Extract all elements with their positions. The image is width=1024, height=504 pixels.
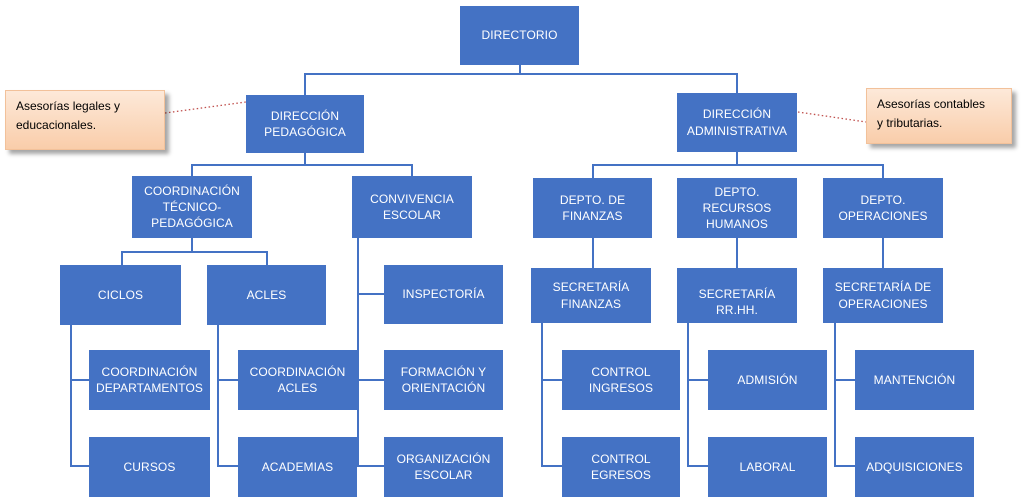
node-depto-recursos-humanos: DEPTO. RECURSOS HUMANOS [677, 178, 797, 238]
node-coordinacion-departamentos: COORDINACIÓN DEPARTAMENTOS [89, 350, 210, 410]
connector-coordinacion [121, 238, 268, 265]
connector-note-legales [164, 101, 247, 114]
connector-secretaria-rrhh [687, 323, 708, 467]
node-convivencia-escolar: CONVIVENCIA ESCOLAR [352, 176, 472, 238]
node-coordinacion-tecnico-pedagogica: COORDINACIÓN TÉCNICO- PEDAGÓGICA [132, 176, 252, 238]
connector-secretaria-operaciones [834, 323, 855, 467]
node-secretaria-rrhh: SECRETARÍA RR.HH. [677, 268, 797, 323]
note-asesorias-legales: Asesorías legales y educacionales. [5, 90, 165, 150]
node-direccion-pedagogica: DIRECCIÓN PEDAGÓGICA [246, 95, 364, 153]
connector-note-contables [797, 111, 867, 123]
node-depto-finanzas: DEPTO. DE FINANZAS [533, 178, 652, 238]
connector-convivencia [357, 238, 384, 467]
node-directorio: DIRECTORIO [460, 6, 579, 65]
node-mantencion: MANTENCIÓN [855, 350, 974, 410]
node-ciclos: CICLOS [60, 265, 181, 325]
connector-administrativa [592, 152, 884, 178]
node-control-egresos: CONTROL EGRESOS [562, 437, 680, 497]
connector-acles [217, 325, 238, 467]
note-asesorias-contables: Asesorías contables y tributarias. [866, 88, 1012, 144]
node-formacion-orientacion: FORMACIÓN Y ORIENTACIÓN [384, 350, 503, 410]
node-secretaria-finanzas: SECRETARÍA FINANZAS [531, 268, 651, 323]
node-secretaria-operaciones: SECRETARÍA DE OPERACIONES [823, 268, 943, 323]
node-organizacion-escolar: ORGANIZACIÓN ESCOLAR [384, 437, 503, 497]
connector-secretaria-finanzas [541, 323, 562, 467]
node-depto-operaciones: DEPTO. OPERACIONES [823, 178, 943, 238]
node-laboral: LABORAL [708, 437, 827, 497]
node-acles: ACLES [207, 265, 326, 325]
connector-pedagogica [191, 153, 413, 176]
node-control-ingresos: CONTROL INGRESOS [562, 350, 680, 410]
node-academias: ACADEMIAS [238, 437, 357, 497]
connector-directorio [304, 65, 738, 95]
node-coordinacion-acles: COORDINACIÓN ACLES [238, 350, 357, 410]
node-adquisiciones: ADQUISICIONES [855, 437, 974, 497]
connector-ciclos [70, 325, 89, 467]
node-admision: ADMISIÓN [708, 350, 827, 410]
node-direccion-administrativa: DIRECCIÓN ADMINISTRATIVA [677, 93, 797, 152]
node-inspectoria: INSPECTORÍA [384, 265, 503, 324]
node-cursos: CURSOS [89, 437, 210, 497]
